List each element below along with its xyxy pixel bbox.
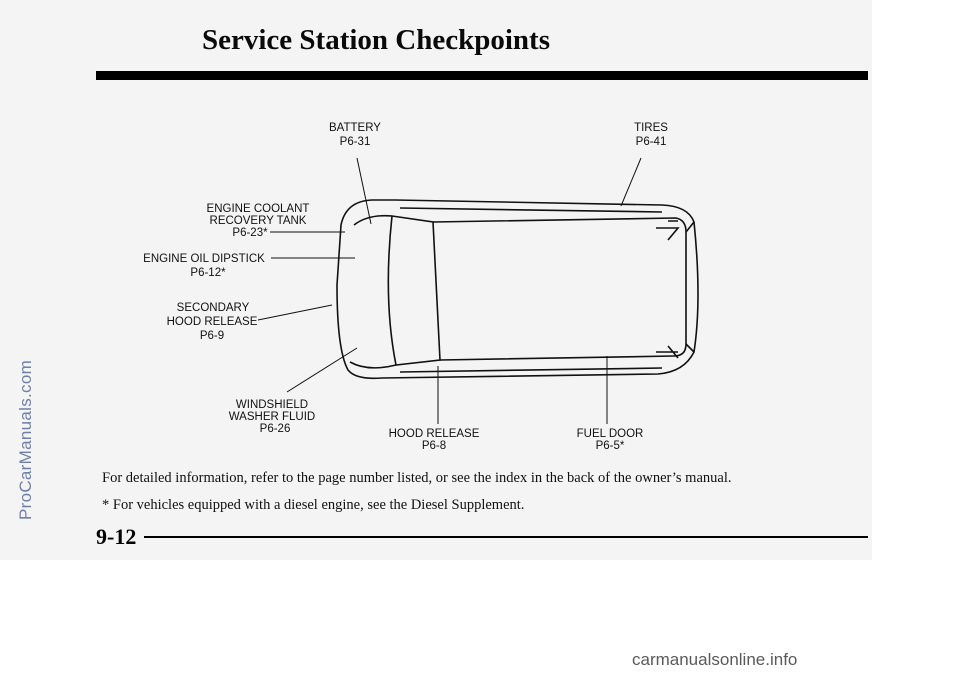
- panel-bottom: [399, 367, 663, 373]
- rear-edge: [685, 221, 695, 353]
- secondary-hood-label-line2: HOOD RELEASE: [167, 316, 258, 328]
- hood-release-page: P6-8: [422, 440, 446, 452]
- page-number: 9-12: [96, 524, 137, 549]
- roof: [432, 217, 687, 361]
- battery-page: P6-31: [340, 136, 371, 148]
- panel-top: [399, 207, 663, 213]
- manual-page: Service Station Checkpoints: [0, 0, 872, 560]
- fuel-door-label: FUEL DOOR: [577, 428, 644, 440]
- coolant-page: P6-23*: [232, 227, 268, 239]
- hood-release-label: HOOD RELEASE: [389, 428, 480, 440]
- vehicle-outline: [336, 199, 699, 380]
- oil-page: P6-12*: [190, 267, 226, 279]
- coolant-label-line1: ENGINE COOLANT: [207, 203, 310, 215]
- title-rule: [96, 71, 868, 80]
- diesel-footnote: * For vehicles equipped with a diesel en…: [102, 497, 525, 513]
- hood-line-upper: [353, 214, 393, 226]
- washer-label-line1: WINDSHIELD: [236, 399, 308, 411]
- rear-window-stripes: [656, 220, 680, 359]
- secondary-hood-page: P6-9: [200, 330, 224, 342]
- secondary-hood-callout-line: [257, 304, 333, 321]
- site-footer: carmanualsonline.info: [632, 650, 798, 669]
- callout-lines: [257, 157, 642, 424]
- hood-line-lower: [349, 361, 397, 369]
- tires-callout-line: [620, 157, 642, 207]
- tires-label: TIRES: [634, 122, 668, 134]
- vehicle-diagram: BATTERY P6-31 TIRES P6-41 ENGINE COOLANT…: [143, 122, 699, 452]
- secondary-hood-label-line1: SECONDARY: [177, 302, 250, 314]
- battery-callout-line: [356, 157, 372, 225]
- tires-page: P6-41: [636, 136, 667, 148]
- oil-label: ENGINE OIL DIPSTICK: [143, 253, 265, 265]
- washer-callout-line: [286, 347, 358, 393]
- washer-page: P6-26: [260, 423, 291, 435]
- info-paragraph: For detailed information, refer to the p…: [102, 470, 732, 486]
- washer-label-line2: WASHER FLUID: [229, 411, 315, 423]
- battery-label: BATTERY: [329, 122, 381, 134]
- windshield: [387, 215, 441, 366]
- fuel-door-page: P6-5*: [596, 440, 625, 452]
- vehicle-body: [336, 199, 699, 380]
- page-title: Service Station Checkpoints: [202, 24, 550, 56]
- watermark: ProCarManuals.com: [16, 359, 35, 520]
- coolant-label-line2: RECOVERY TANK: [210, 215, 307, 227]
- diagram-labels: BATTERY P6-31 TIRES P6-41 ENGINE COOLANT…: [143, 122, 668, 452]
- footer-rule: [144, 536, 868, 538]
